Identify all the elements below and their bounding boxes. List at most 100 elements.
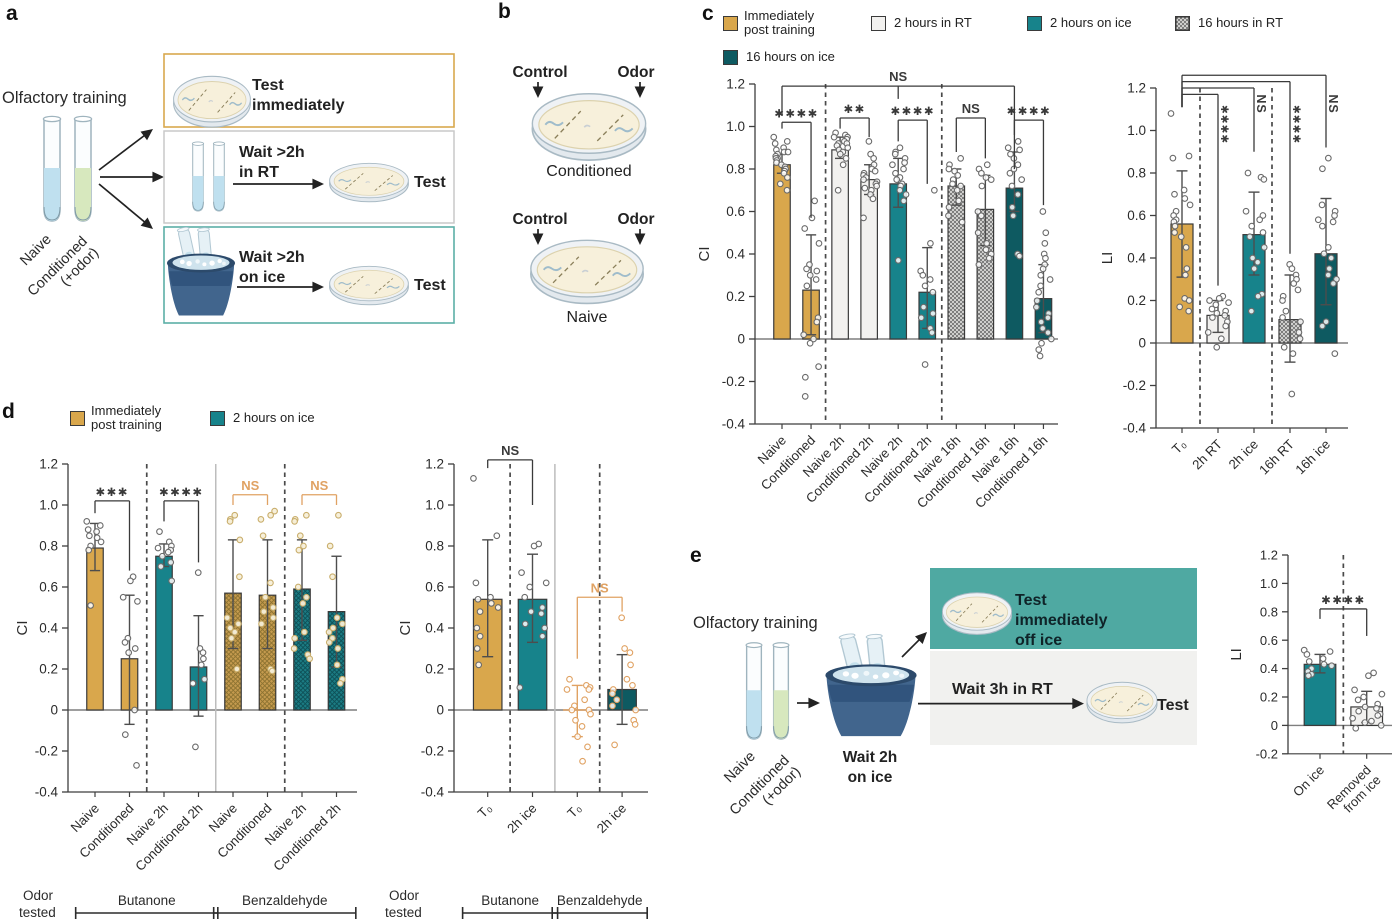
y-axis-label: LI: [1100, 252, 1116, 265]
arrow-head: [140, 217, 153, 229]
tube-icon: [212, 141, 226, 212]
svg-text:NS: NS: [1326, 94, 1340, 113]
bar-label: 2h RT: [1189, 437, 1225, 473]
svg-text:0.2: 0.2: [1260, 690, 1278, 705]
svg-text:Odor: Odor: [389, 888, 420, 903]
svg-text:0.6: 0.6: [1260, 633, 1278, 648]
legend-swatch-white: [871, 16, 886, 31]
svg-text:Odor: Odor: [23, 888, 54, 903]
box-test-immediately: [163, 53, 455, 128]
significance-bracket: ✱✱✱✱: [774, 108, 817, 218]
teal-box-line1: Test: [1015, 592, 1047, 609]
control-label-1: Control: [512, 64, 567, 81]
svg-text:1.0: 1.0: [39, 498, 58, 513]
chart-c-ci: ✱✱✱✱✱✱✱✱✱✱NS✱✱✱✱NS-0.4-0.200.20.40.60.81…: [696, 69, 1058, 511]
box2-test-label: Test: [414, 174, 446, 191]
chart-c-li: ✱✱✱✱NS✱✱✱✱NS-0.4-0.200.20.40.60.81.01.2L…: [1100, 74, 1348, 478]
legend-swatch-gold: [70, 411, 85, 426]
svg-text:✱✱✱: ✱✱✱: [96, 487, 129, 499]
y-axis-label: CI: [696, 247, 713, 262]
svg-text:1.2: 1.2: [1127, 81, 1146, 96]
bar-conditioned-2h: [860, 179, 878, 340]
ice-bucket-icon: [166, 226, 236, 317]
petri-dish-icon: [172, 75, 252, 128]
legend-swatch-teal: [1027, 16, 1042, 31]
legend-label: 2 hours on ice: [1050, 15, 1132, 30]
legend-label: 16 hours on ice: [746, 49, 835, 64]
svg-text:NS: NS: [310, 478, 328, 493]
scatter-points: [325, 511, 346, 687]
arrow-head: [140, 129, 153, 141]
dish2-arrows: [532, 229, 646, 245]
scatter-points: [1033, 208, 1055, 360]
svg-text:-0.2: -0.2: [1123, 378, 1146, 393]
svg-text:-0.2: -0.2: [722, 374, 745, 389]
bar-label: On ice: [1290, 762, 1327, 799]
error-bar: [805, 234, 817, 336]
scatter-points: [917, 186, 938, 368]
scatter-points: [257, 507, 278, 675]
scatter-points: [1300, 646, 1335, 680]
svg-text:1.0: 1.0: [1260, 576, 1278, 591]
teal-box-line3: off ice: [1015, 632, 1062, 649]
svg-text:0.6: 0.6: [726, 204, 745, 219]
teal-box-line2: immediately: [1015, 612, 1108, 629]
svg-text:0.8: 0.8: [425, 539, 444, 554]
bucket-label-line2: on ice: [848, 769, 893, 786]
arrow-head: [312, 178, 324, 190]
training-tubes: [42, 115, 93, 222]
arrow-head: [532, 86, 544, 98]
significance-bracket: ✱✱✱✱: [1319, 595, 1368, 636]
gray-box-test-label: Test: [1157, 697, 1189, 714]
scatter-points: [1314, 154, 1340, 357]
control-label-2: Control: [512, 211, 567, 228]
svg-text:tested: tested: [19, 905, 56, 920]
svg-text:✱✱✱✱: ✱✱✱✱: [1218, 105, 1230, 144]
arrow-line: [98, 134, 146, 171]
arrow-head: [152, 171, 164, 183]
scatter-points: [770, 133, 792, 194]
scatter-points: [1204, 292, 1232, 351]
significance-bracket: NS: [576, 580, 623, 659]
scatter-points: [860, 138, 881, 222]
significance-bracket: NS: [1181, 74, 1340, 148]
svg-text:✱✱: ✱✱: [843, 104, 865, 116]
svg-text:0: 0: [1271, 718, 1278, 733]
panel-a-title: Olfactory training: [2, 89, 127, 107]
box-wait-ice: [163, 226, 455, 324]
svg-text:0.4: 0.4: [726, 247, 745, 262]
svg-text:NS: NS: [962, 101, 980, 116]
bucket-label-line1: Wait 2h: [843, 749, 898, 766]
petri-dish-naive: [529, 239, 645, 305]
significance-bracket: NS: [487, 445, 534, 505]
legend-swatch-darkteal: [723, 50, 738, 65]
y-axis-label: LI: [1228, 648, 1245, 661]
svg-text:-0.4: -0.4: [35, 785, 59, 800]
error-bar: [893, 157, 904, 208]
svg-text:0.2: 0.2: [425, 662, 444, 677]
svg-text:✱✱✱✱: ✱✱✱✱: [1007, 106, 1052, 118]
scatter-points: [119, 573, 141, 769]
y-axis: -0.4-0.200.20.40.60.81.01.2: [1123, 81, 1157, 436]
scatter-points: [945, 155, 966, 226]
panel-b-diagram: Control Odor Conditioned Control Odor Na…: [512, 64, 654, 326]
scatter-points: [974, 161, 995, 268]
bar-naive-2h: [831, 149, 849, 340]
panel-c-letter: c: [702, 2, 714, 25]
svg-text:0.4: 0.4: [39, 621, 58, 636]
svg-text:0.4: 0.4: [425, 621, 444, 636]
svg-text:0.8: 0.8: [1260, 604, 1278, 619]
svg-text:0.4: 0.4: [1127, 251, 1146, 266]
box2-text-line2: in RT: [239, 164, 279, 181]
scatter-points: [1167, 110, 1194, 315]
significance-bracket: NS: [301, 478, 338, 505]
legend-swatch-graycheck: [1175, 16, 1190, 31]
panel-e-diagram: Olfactory training Naive Conditioned (+o…: [693, 568, 1197, 819]
svg-text:✱✱✱✱: ✱✱✱✱: [890, 106, 935, 118]
svg-text:NS: NS: [501, 445, 519, 458]
scatter-points: [563, 675, 594, 765]
